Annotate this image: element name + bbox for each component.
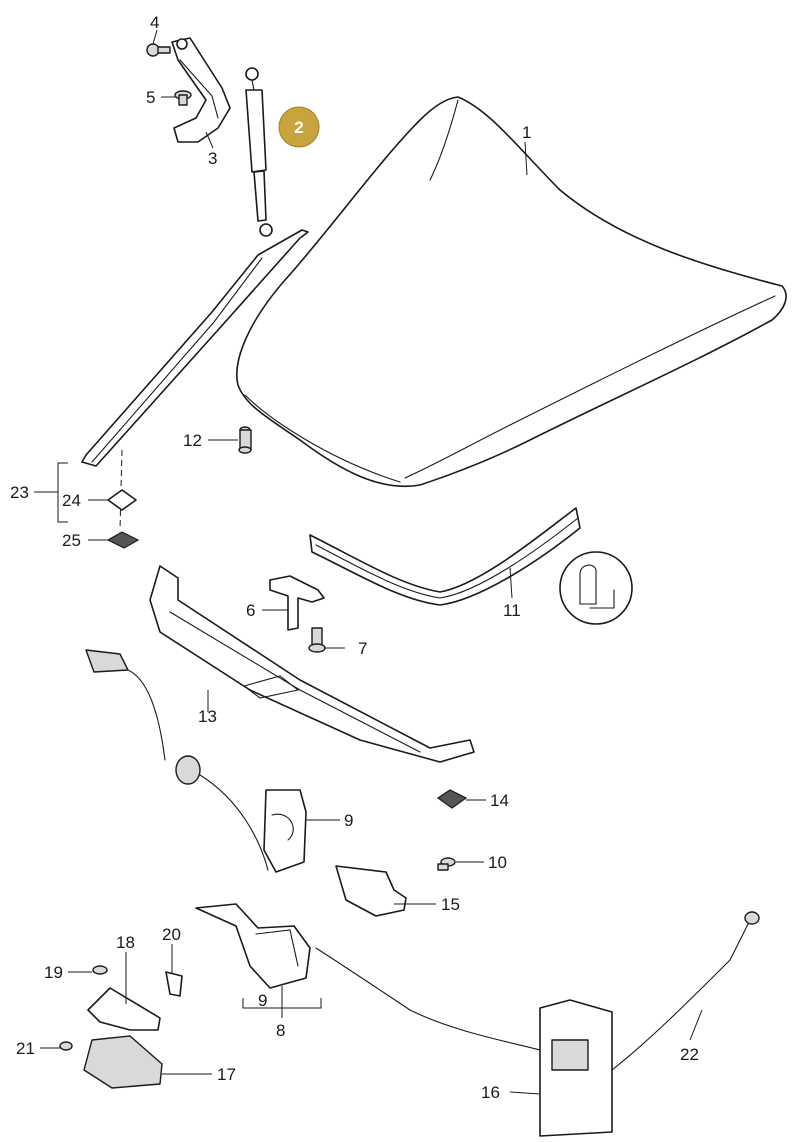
leader-lines xyxy=(34,29,703,1095)
grommet[interactable] xyxy=(175,755,269,871)
clip-20[interactable] xyxy=(165,971,183,997)
actuator-bracket[interactable] xyxy=(87,987,161,1031)
lock-striker[interactable] xyxy=(269,575,325,631)
seal-strip[interactable] xyxy=(81,229,309,467)
callout-7: 7 xyxy=(358,639,367,658)
screw-19[interactable] xyxy=(92,965,108,975)
hood-lock[interactable] xyxy=(195,903,311,989)
hood-buffer[interactable] xyxy=(238,426,252,454)
release-handle[interactable] xyxy=(539,999,613,1137)
hinge-bolt[interactable] xyxy=(146,43,171,57)
callout-22: 22 xyxy=(680,1045,699,1064)
badge-label: 2 xyxy=(294,118,303,137)
screw-10[interactable] xyxy=(437,857,456,871)
callout-21: 21 xyxy=(16,1039,35,1058)
cross-member[interactable] xyxy=(149,565,475,763)
highlight-badge[interactable]: 2 xyxy=(278,106,320,148)
callout-9a: 9 xyxy=(344,811,353,830)
callout-16: 16 xyxy=(481,1083,500,1102)
cable-guide[interactable] xyxy=(263,789,307,873)
callout-labels: 1 3 4 5 6 7 8 9 9 10 11 12 13 14 15 16 1… xyxy=(10,13,699,1102)
screw-21[interactable] xyxy=(59,1041,73,1051)
callout-8: 8 xyxy=(276,1021,285,1040)
gas-strut[interactable] xyxy=(245,67,273,237)
callout-9b: 9 xyxy=(258,991,267,1010)
hood-panel[interactable] xyxy=(236,96,787,487)
seal-detail-inset xyxy=(559,551,633,625)
callout-1: 1 xyxy=(522,123,531,142)
striker-bolt[interactable] xyxy=(308,627,326,653)
callout-17: 17 xyxy=(217,1065,236,1084)
callout-20: 20 xyxy=(162,925,181,944)
callout-3: 3 xyxy=(208,149,217,168)
callout-10: 10 xyxy=(488,853,507,872)
hood-switch[interactable] xyxy=(85,649,166,761)
pad-14[interactable] xyxy=(436,789,468,809)
hood-seal[interactable] xyxy=(309,507,581,606)
release-cable[interactable] xyxy=(315,911,760,1071)
callout-19: 19 xyxy=(44,963,63,982)
callout-4: 4 xyxy=(150,13,159,32)
callout-25: 25 xyxy=(62,531,81,550)
callout-23: 23 xyxy=(10,483,29,502)
callout-14: 14 xyxy=(490,791,509,810)
callout-18: 18 xyxy=(116,933,135,952)
hinge-nut[interactable] xyxy=(174,90,192,106)
callout-6: 6 xyxy=(246,601,255,620)
actuator-motor[interactable] xyxy=(83,1035,163,1089)
callout-11: 11 xyxy=(503,601,521,620)
callout-24: 24 xyxy=(62,491,81,510)
callout-15: 15 xyxy=(441,895,460,914)
callout-12: 12 xyxy=(183,431,202,450)
hood-hinge[interactable] xyxy=(171,37,231,143)
clip-24[interactable] xyxy=(107,489,137,511)
pad-25[interactable] xyxy=(106,531,140,549)
callout-13: 13 xyxy=(198,707,217,726)
callout-5: 5 xyxy=(146,88,155,107)
bracket-15[interactable] xyxy=(335,865,407,917)
